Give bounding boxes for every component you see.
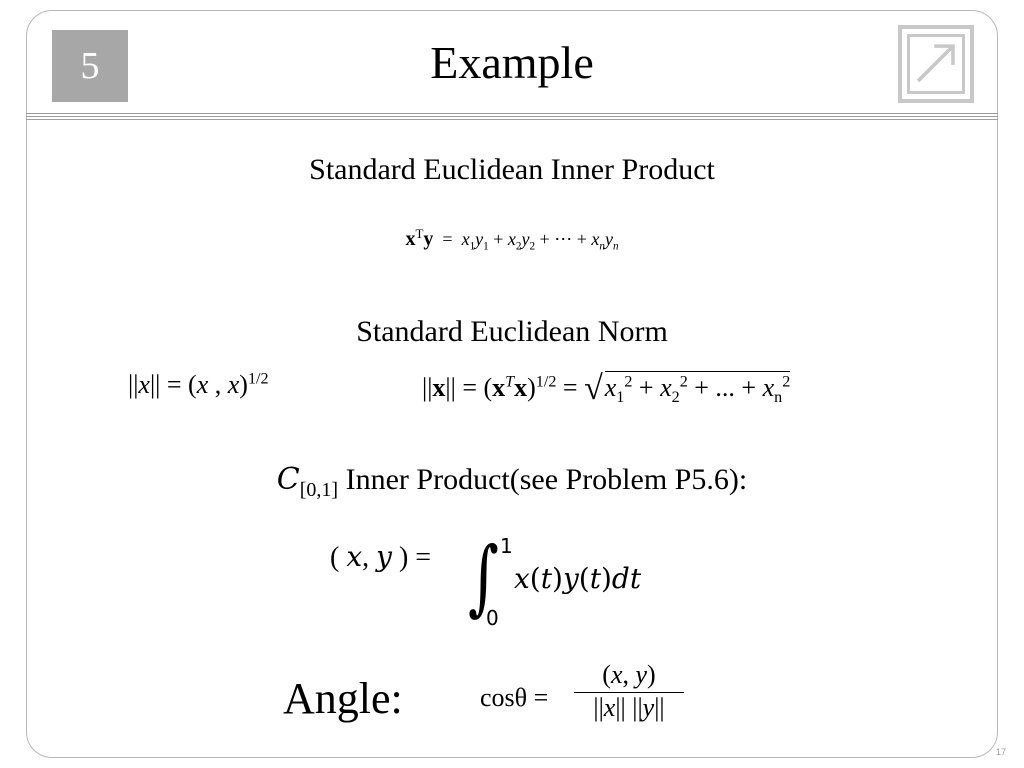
title-divider (26, 116, 998, 117)
slide-title: Example (430, 37, 594, 88)
angle-fraction-numerator: (x, y) (574, 660, 684, 693)
angle-fraction-denominator: ||x|| ||y|| (593, 693, 665, 722)
integrand: x(t)y(t)dt (514, 562, 642, 595)
c-inner-product-heading: C[0,1] Inner Product(see Problem P5.6): (0, 462, 1024, 502)
angle-fraction: (x, y) ||x|| ||y|| (574, 660, 684, 723)
chapter-number: 5 (80, 45, 100, 87)
norm-definition-formula: ||x|| = (x , x)1/2 (128, 370, 269, 399)
inner-product-formula: xTy = x1y1 + x2y2 + ⋯ + xnyn (405, 226, 619, 253)
c-space-interval: [0,1] (299, 479, 339, 501)
title-divider (26, 119, 998, 120)
page-number: 17 (996, 747, 1007, 757)
integral-lhs: ( x, y ) = (330, 540, 432, 573)
integral-upper-limit: 1 (500, 534, 513, 558)
inner-product-heading: Standard Euclidean Inner Product (309, 153, 715, 186)
chapter-number-badge: 5 (52, 30, 128, 102)
c-space-symbol: C (276, 462, 300, 497)
integral-symbol: ∫ (468, 530, 499, 625)
title-divider (26, 113, 998, 114)
angle-label: Angle: (283, 674, 403, 723)
c-heading-text: Inner Product(see Problem P5.6): (345, 463, 748, 496)
expand-arrow-icon[interactable] (898, 25, 974, 103)
integral-lower-limit: 0 (486, 606, 499, 630)
slide-frame (26, 10, 998, 758)
euclidean-norm-formula: ||x|| = (xTx)1/2 = √x12 + x22 + ... + xn… (422, 370, 791, 407)
cos-theta-label: cosθ = (480, 683, 549, 712)
norm-heading: Standard Euclidean Norm (356, 315, 668, 348)
